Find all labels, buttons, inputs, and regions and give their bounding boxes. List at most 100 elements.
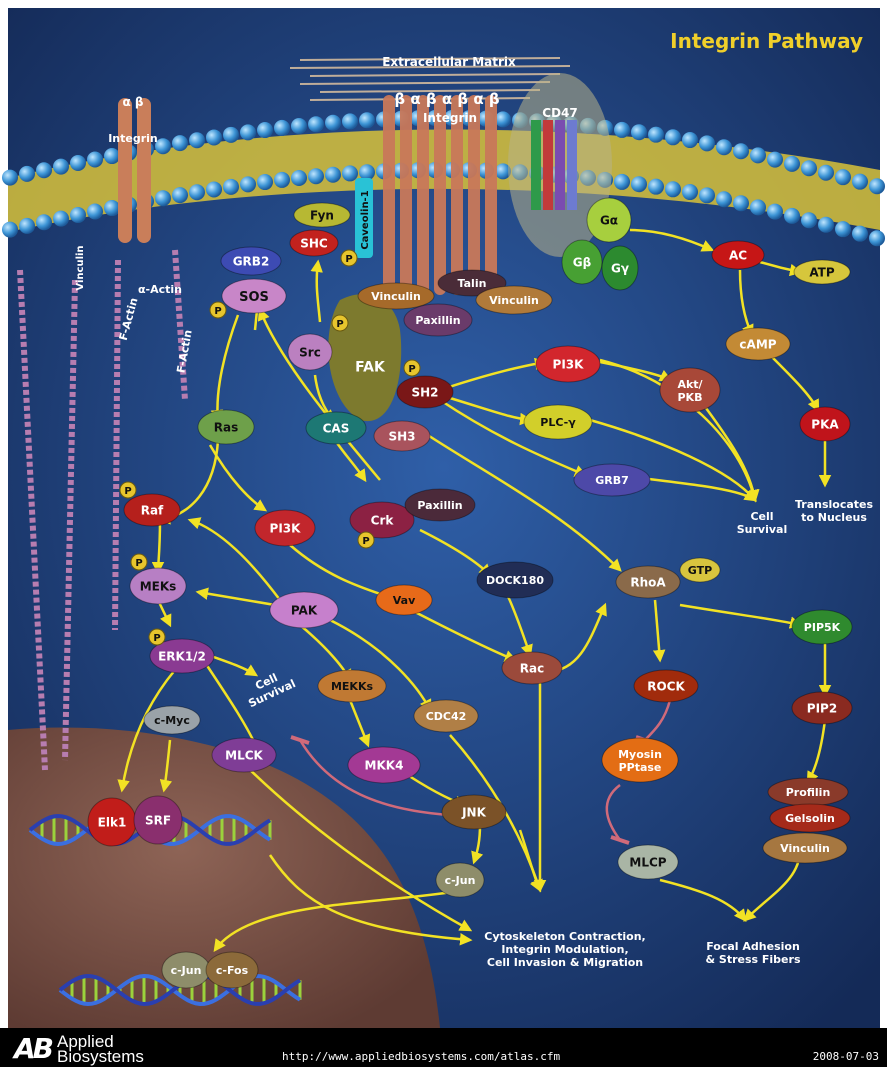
phosphate-label: P (408, 364, 415, 375)
pi3k-left-node: PI3K (255, 510, 315, 546)
cdc42-node: CDC42 (414, 700, 478, 732)
grb7-node-label: GRB7 (595, 474, 629, 487)
translocates-label: Translocatesto Nucleus (795, 498, 874, 524)
cjun-2-node: c-Jun (162, 952, 210, 988)
cas-node: CAS (306, 412, 366, 444)
fyn-node-label: Fyn (310, 209, 334, 223)
camp-node: cAMP (726, 328, 790, 360)
crk-node-label: Crk (371, 514, 395, 528)
applied-biosystems-logo: AB Applied Biosystems (14, 1032, 144, 1065)
elk1-node-label: Elk1 (98, 816, 127, 830)
grb2-node-label: GRB2 (233, 255, 270, 269)
src-node: Src (288, 334, 332, 370)
mkk4-node: MKK4 (348, 747, 420, 783)
fak-node-label: FAK (355, 359, 386, 375)
vav-node-label: Vav (393, 594, 416, 607)
vinculin-top-2-node: Vinculin (476, 286, 552, 314)
mkk4-node-label: MKK4 (365, 759, 404, 773)
cdc42-node-label: CDC42 (426, 710, 467, 723)
brand-line-2: Biosystems (57, 1049, 144, 1064)
rock-node: ROCK (634, 670, 698, 702)
mekks-node: MEKKs (318, 670, 386, 702)
cmyc-node: c-Myc (144, 706, 200, 734)
pi3k-left-node-label: PI3K (270, 522, 302, 536)
ggamma-node: Gγ (602, 246, 638, 290)
footer-bar: AB Applied Biosystems http://www.applied… (0, 1028, 887, 1067)
fyn-node: Fyn (294, 203, 350, 227)
meks-node-label: MEKs (140, 580, 177, 594)
mlcp-node: MLCP (618, 845, 678, 879)
atp-node-label: ATP (809, 266, 835, 280)
integrin-center-label: Integrin (423, 111, 477, 125)
gelsolin-node-label: Gelsolin (785, 812, 835, 825)
integrin-receptor-bundle (383, 95, 497, 295)
raf-node: Raf (124, 494, 180, 526)
phosphate-label: P (345, 254, 352, 265)
pka-node-label: PKA (811, 418, 839, 432)
date-stamp: 2008-07-03 (813, 1050, 879, 1063)
pak-node-label: PAK (291, 604, 318, 618)
jnk-node-label: JNK (461, 806, 487, 820)
cjun-2-node-label: c-Jun (171, 964, 202, 977)
vinculin-top-1-node: Vinculin (358, 283, 434, 309)
alpha-actin-label: α-Actin (138, 283, 182, 296)
rac-node-label: Rac (520, 662, 544, 676)
profilin-node: Profilin (768, 778, 848, 806)
sh3-node: SH3 (374, 421, 430, 451)
crk-node: Crk (350, 502, 414, 538)
vinculin-left-label: Vinculin (75, 245, 86, 290)
integrin-left-label: Integrin (108, 132, 158, 145)
ac-node: AC (712, 241, 764, 269)
gbeta-node-label: Gβ (573, 256, 592, 270)
cytoskeleton-label: Cytoskeleton Contraction,Integrin Modula… (484, 930, 645, 969)
galpha-node-label: Gα (600, 214, 618, 228)
cas-node-label: CAS (323, 422, 350, 436)
shc-node: SHC (290, 230, 338, 256)
cfos-node: c-Fos (206, 952, 258, 988)
vinculin-right-node: Vinculin (763, 833, 847, 863)
paxillin-center-node: Paxillin (405, 489, 475, 521)
paxillin-top-node-label: Paxillin (415, 314, 460, 327)
ab-logo-mark: AB (14, 1032, 51, 1065)
rac-node: Rac (502, 652, 562, 684)
dock180-node: DOCK180 (477, 562, 553, 598)
plcg-node-label: PLC-γ (540, 416, 576, 429)
atp-node: ATP (794, 260, 850, 284)
sh2-node: SH2 (397, 376, 453, 408)
phosphate-marker: P (131, 554, 147, 570)
cjun-1-node-label: c-Jun (445, 874, 476, 887)
shc-node-label: SHC (300, 237, 328, 251)
mekks-node-label: MEKKs (331, 680, 374, 693)
source-url[interactable]: http://www.appliedbiosystems.com/atlas.c… (282, 1050, 560, 1063)
phosphate-label: P (336, 319, 343, 330)
pip2-node: PIP2 (792, 692, 852, 724)
galpha-node: Gα (587, 198, 631, 242)
srf-node: SRF (134, 796, 182, 844)
rhoa-node-label: RhoA (630, 576, 666, 590)
meks-node: MEKs (130, 568, 186, 604)
vinculin-top-1-node-label: Vinculin (371, 290, 421, 303)
phosphate-marker: P (332, 315, 348, 331)
phosphate-marker: P (120, 482, 136, 498)
phosphate-label: P (362, 536, 369, 547)
akt-node: Akt/PKB (660, 368, 720, 412)
phosphate-marker: P (341, 250, 357, 266)
cmyc-node-label: c-Myc (154, 714, 190, 727)
ggamma-node-label: Gγ (611, 262, 629, 276)
sos-node: SOS (222, 279, 286, 313)
extracellular-matrix-label: Extracellular Matrix (382, 55, 516, 69)
grb7-node: GRB7 (574, 464, 650, 496)
ras-node: Ras (198, 410, 254, 444)
phosphate-marker: P (210, 302, 226, 318)
akt-node-label: Akt/PKB (677, 378, 703, 404)
integrin-subunit-label: β α β α β α β (394, 90, 499, 108)
erk-node-label: ERK1/2 (158, 650, 206, 664)
sos-node-label: SOS (239, 290, 269, 305)
phosphate-marker: P (358, 532, 374, 548)
sh2-node-label: SH2 (411, 386, 438, 400)
pi3k-right-node-label: PI3K (553, 358, 585, 372)
